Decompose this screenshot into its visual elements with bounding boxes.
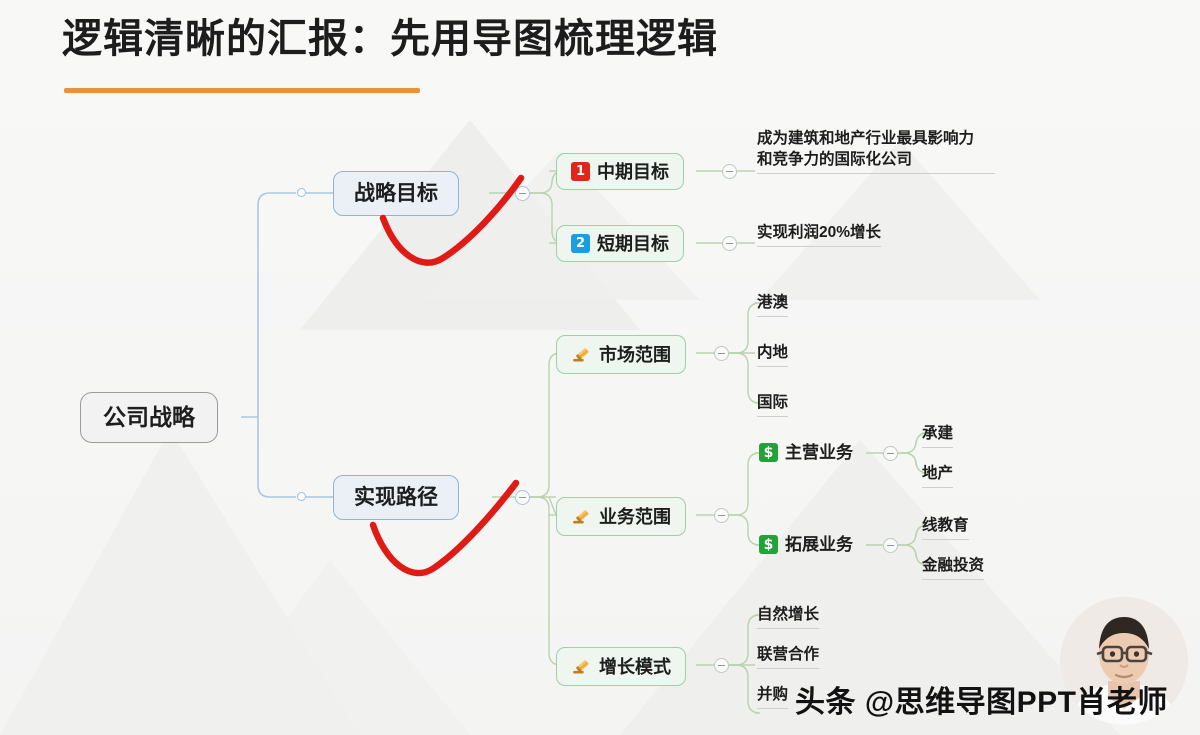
node-label: 短期目标 (597, 233, 669, 254)
leaf-merger-acquisition: 并购 (757, 685, 789, 709)
node-growth-model[interactable]: 增长模式 (556, 647, 686, 686)
node-label: 主营业务 (785, 443, 853, 462)
leaf-real-estate: 地产 (922, 464, 954, 488)
leaf-short-term-goal-text: 实现利润20%增长 (757, 223, 882, 247)
leaf-joint-venture: 联营合作 (757, 645, 820, 669)
gavel-icon (573, 348, 589, 362)
title-underline-rule (64, 88, 420, 93)
leaf-line-1: 成为建筑和地产行业最具影响力 (757, 130, 975, 147)
node-label: 中期目标 (597, 161, 669, 182)
collapse-toggle-main-business[interactable] (883, 446, 898, 461)
leaf-online-education: 线教育 (922, 516, 969, 540)
collapse-toggle-strategic-goals[interactable] (515, 186, 530, 201)
page-title: 逻辑清晰的汇报：先用导图梳理逻辑 (62, 17, 718, 61)
avatar (1060, 597, 1188, 725)
badge-dollar-icon: $ (759, 443, 778, 462)
node-expansion-business[interactable]: $ 拓展业务 (757, 533, 855, 556)
collapse-toggle-growth-model[interactable] (714, 658, 729, 673)
leaf-line-2: 和竞争力的国际化公司 (757, 150, 913, 168)
node-short-term-goal[interactable]: 2 短期目标 (556, 225, 684, 262)
branch-node-label: 战略目标 (354, 182, 438, 205)
branch-node-label: 实现路径 (354, 486, 438, 509)
leaf-financial-investment: 金融投资 (922, 556, 985, 580)
collapse-toggle-short-term-goal[interactable] (722, 236, 737, 251)
node-mid-term-goal[interactable]: 1 中期目标 (556, 153, 684, 190)
gavel-icon (573, 660, 589, 674)
branch-dot-marker-2 (297, 492, 306, 501)
avatar-portrait-icon (1060, 597, 1188, 725)
root-node-label: 公司战略 (103, 404, 195, 430)
node-business-scope[interactable]: 业务范围 (556, 497, 686, 536)
badge-dollar-icon: $ (759, 535, 778, 554)
collapse-toggle-business-scope[interactable] (714, 508, 729, 523)
branch-node-strategic-goals[interactable]: 战略目标 (333, 171, 459, 216)
leaf-organic-growth: 自然增长 (757, 605, 820, 629)
leaf-contracting: 承建 (922, 424, 954, 448)
badge-number-2-icon: 2 (571, 234, 590, 253)
watermark-text: 头条 @思维导图PPT肖老师 (795, 686, 1168, 719)
node-label: 市场范围 (599, 344, 671, 365)
collapse-toggle-market-scope[interactable] (714, 346, 729, 361)
node-label: 拓展业务 (785, 535, 853, 554)
node-label: 增长模式 (599, 656, 671, 677)
title-block: 逻辑清晰的汇报：先用导图梳理逻辑 (62, 16, 718, 93)
collapse-toggle-implementation-path[interactable] (515, 490, 530, 505)
gavel-icon (573, 510, 589, 524)
collapse-toggle-expansion-business[interactable] (883, 538, 898, 553)
leaf-market-international: 国际 (757, 393, 789, 417)
branch-dot-marker-1 (297, 188, 306, 197)
collapse-toggle-mid-term-goal[interactable] (722, 164, 737, 179)
branch-node-implementation-path[interactable]: 实现路径 (333, 475, 459, 520)
leaf-market-hk-macau: 港澳 (757, 293, 789, 317)
mindmap-root-node[interactable]: 公司战略 (80, 392, 218, 443)
leaf-market-mainland: 内地 (757, 343, 789, 367)
node-market-scope[interactable]: 市场范围 (556, 335, 686, 374)
node-label: 业务范围 (599, 506, 671, 527)
node-main-business[interactable]: $ 主营业务 (757, 441, 855, 464)
badge-number-1-icon: 1 (571, 162, 590, 181)
leaf-mid-term-goal-text: 成为建筑和地产行业最具影响力 和竞争力的国际化公司 (757, 129, 995, 174)
